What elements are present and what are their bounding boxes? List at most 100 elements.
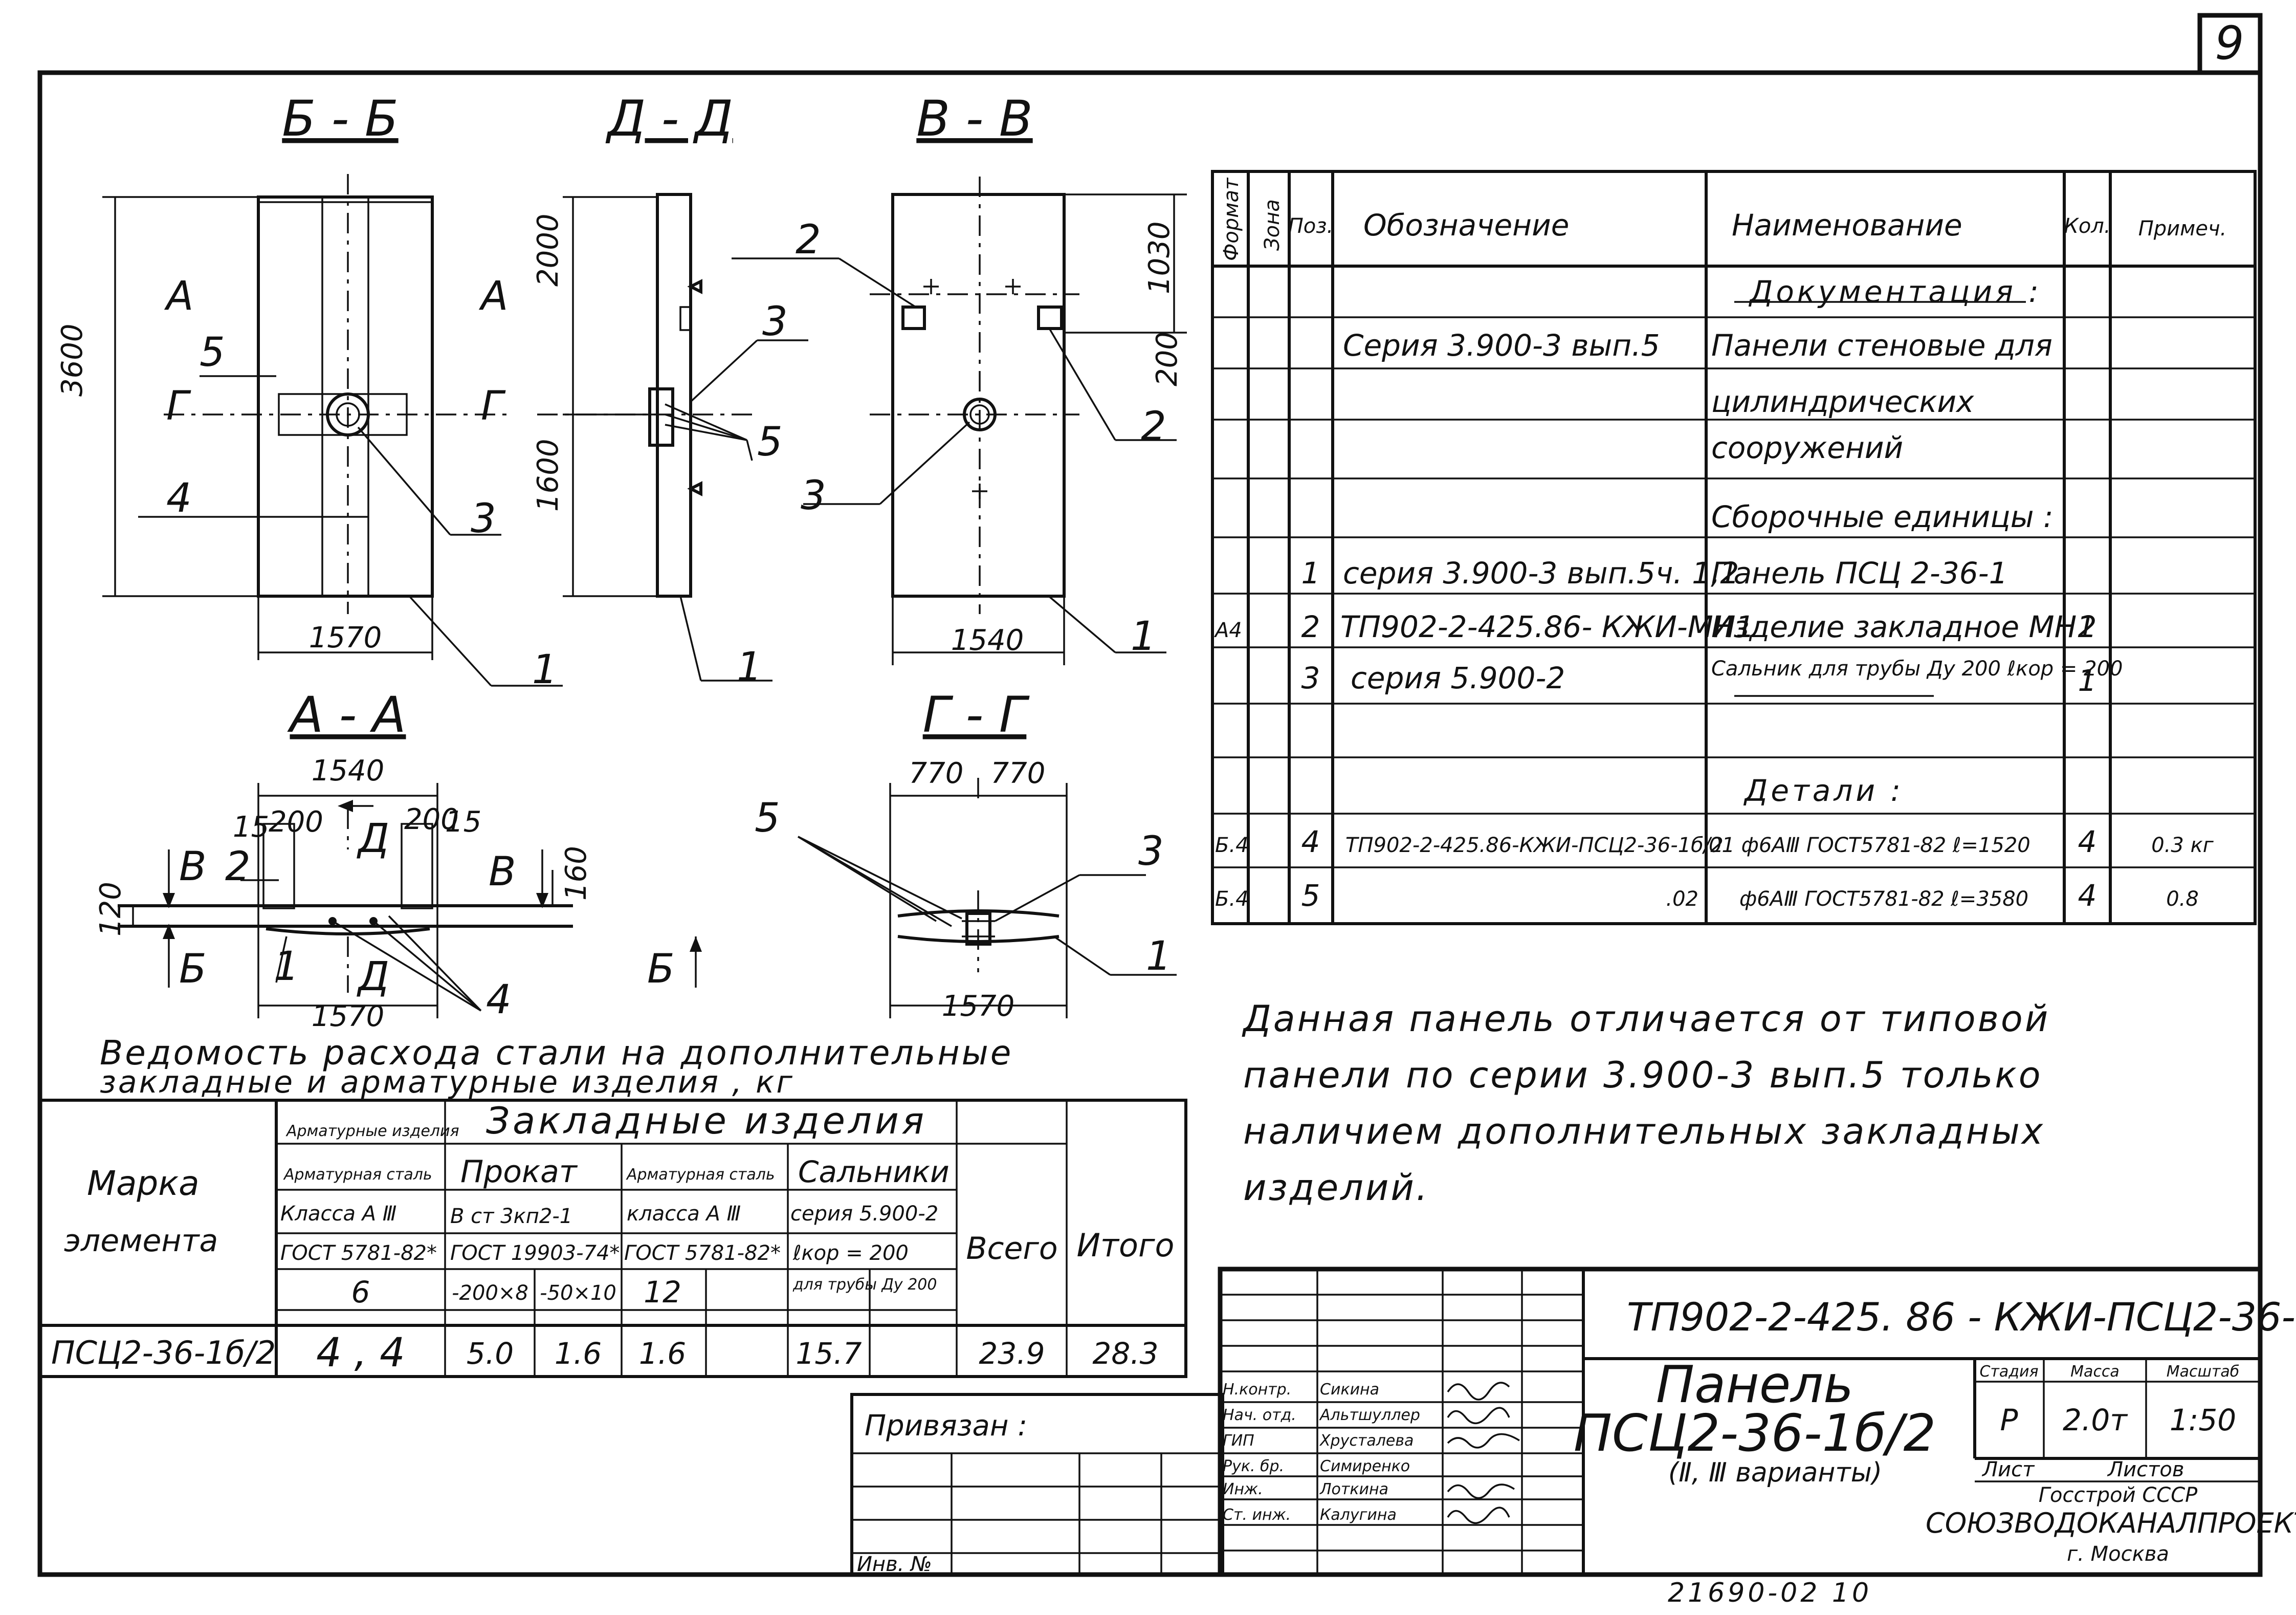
dd-label-a: А: [478, 273, 508, 319]
bound-label: Привязан :: [865, 1409, 1027, 1443]
steel-table-text: Марка элемента Арматурные изделия Заклад…: [51, 1099, 1174, 1376]
note-line-1: Данная панель отличается от типовой: [1242, 998, 2050, 1040]
aa-label-v-left: В: [179, 844, 207, 890]
section-title-dd: Д - Д: [605, 90, 733, 147]
spec-row-2-designation: Серия 3.900-3 вып.5: [1343, 328, 1660, 363]
section-title-gg: Г - Г: [923, 686, 1030, 744]
name-3: Хрусталева: [1319, 1432, 1414, 1450]
spec-row-11-name: 01 ф6АⅢ ГОСТ5781-82 ℓ=1520: [1709, 834, 2030, 857]
sheet-number-box: [2197, 13, 2263, 75]
vv-dim-lower: 200: [1151, 332, 1184, 386]
sheet-number: 9: [2215, 16, 2244, 70]
spec-header-qty: Кол.: [2064, 214, 2110, 238]
title-block-grid: [1218, 1267, 2263, 1577]
title-sheets-header: Листов: [2107, 1458, 2184, 1481]
spec-row-6-designation: серия 3.900-3 вып.5ч. 1,2: [1343, 556, 1739, 591]
steel-caption-2: закладные и арматурные изделия , кг: [100, 1064, 794, 1100]
steel-caption-1: Ведомость расхода стали на дополнительны…: [100, 1033, 1013, 1073]
title-mass: 2.0т: [2063, 1403, 2128, 1437]
spec-row-12-format: Б.4: [1215, 887, 1249, 911]
bb-label-4: 4: [166, 475, 192, 521]
section-gg-drawing: [798, 778, 1177, 1018]
steel-pipe: для трубы Ду 200: [792, 1276, 937, 1294]
steel-grade: В ст 3кп2-1: [450, 1205, 572, 1228]
signature-1: [1447, 1382, 1510, 1401]
title-scale-header: Масштаб: [2167, 1363, 2240, 1381]
aa-dim-160: 160: [560, 846, 593, 901]
spec-row-8-qty: 1: [2078, 663, 2097, 698]
spec-header-note: Примеч.: [2138, 217, 2227, 241]
gg-dim-770-left: 770: [909, 757, 964, 790]
spec-row-2-name: Панели стеновые для: [1711, 328, 2052, 363]
section-vv-drawing: [732, 177, 1187, 665]
spec-row-12-note: 0.8: [2166, 887, 2199, 911]
gg-dim-bottom: 1570: [942, 990, 1015, 1023]
vv-dim-width: 1540: [951, 624, 1024, 657]
spec-row-5-name: Сборочные единицы :: [1711, 499, 2054, 534]
title-code: ТП902-2-425. 86 - КЖИ-ПСЦ2-36-1б/2: [1627, 1294, 2296, 1340]
steel-sum-header: Итого: [1077, 1227, 1175, 1264]
spec-row-7-name: Изделие закладное МН1: [1711, 609, 2095, 644]
title-org-2: СОЮЗВОДОКАНАЛПРОЕКТ: [1926, 1507, 2296, 1539]
steel-mark-header-1: Марка: [87, 1164, 200, 1203]
aa-label-b-right: Б: [647, 946, 675, 992]
title-scale: 1:50: [2170, 1403, 2236, 1437]
aa-dim-120: 120: [94, 882, 127, 936]
aa-label-1: 1: [274, 944, 299, 990]
spec-row-4-name: сооружений: [1711, 430, 1903, 465]
section-dd-drawing: [537, 193, 808, 682]
bound-block-grid: [850, 1393, 1224, 1576]
signature-6: [1447, 1507, 1510, 1524]
steel-total-header: Всего: [966, 1231, 1057, 1267]
aa-dim-top: 1540: [312, 754, 385, 788]
gg-label-3: 3: [1138, 828, 1164, 875]
title-sheet-header: Лист: [1981, 1458, 2035, 1481]
spec-row-10-name: Детали :: [1743, 773, 1904, 808]
name-1: Сикина: [1320, 1381, 1379, 1399]
spec-header-designation: Обозначение: [1363, 208, 1569, 243]
aa-dim-200-left: 200: [269, 805, 323, 839]
name-6: Калугина: [1320, 1506, 1397, 1524]
steel-class-1: Класса А Ⅲ: [280, 1202, 396, 1226]
steel-mark-header-2: элемента: [64, 1223, 218, 1259]
role-3: ГИП: [1223, 1432, 1254, 1450]
bb-dim-width: 1570: [309, 621, 382, 654]
spec-row-12-pos: 5: [1301, 878, 1320, 913]
title-name-1: Панель: [1656, 1355, 1853, 1414]
steel-series-gland: серия 5.900-2: [790, 1202, 938, 1226]
spec-row-7-designation: ТП902-2-425.86- КЖИ-МН1: [1340, 609, 1754, 644]
signature-3: [1447, 1433, 1520, 1449]
spec-table-rows: Документация : Серия 3.900-3 вып.5 Панел…: [1213, 274, 2214, 913]
spec-row-6-pos: 1: [1301, 556, 1320, 591]
spec-row-8-name: Сальник для трубы Ду 200 ℓкор = 200: [1711, 657, 2123, 681]
steel-s200: -200×8: [452, 1281, 528, 1305]
vv-label-3: 3: [801, 473, 826, 519]
title-stage-header: Стадия: [1979, 1363, 2038, 1381]
aa-label-v-right: В: [489, 849, 516, 895]
name-4: Симиренко: [1320, 1457, 1410, 1475]
section-title-vv: В - В: [916, 90, 1032, 147]
spec-row-3-name: цилиндрических: [1711, 384, 1974, 419]
steel-class-2: класса А Ⅲ: [627, 1202, 741, 1226]
role-2: Нач. отд.: [1223, 1406, 1296, 1424]
steel-row-total: 23.9: [979, 1336, 1045, 1371]
spec-row-11-note: 0.3 кг: [2151, 834, 2214, 857]
dd-dim-upper: 2000: [532, 213, 565, 287]
section-title-bb: Б - Б: [282, 90, 398, 147]
note-line-4: изделий.: [1243, 1167, 1429, 1209]
dd-label-1: 1: [737, 644, 762, 690]
title-signatures: Н.контр. Сикина Нач. отд. Альтшуллер ГИП…: [1223, 1381, 1520, 1524]
steel-sub-glands: Сальники: [798, 1154, 950, 1189]
steel-armature-header: Арматурные изделия: [285, 1122, 459, 1140]
spec-header-pos: Поз.: [1288, 214, 1334, 238]
spec-row-7-qty: 2: [2078, 609, 2097, 644]
aa-dim-bottom: 1570: [312, 1000, 385, 1033]
dd-label-3: 3: [762, 299, 788, 345]
spec-table-grid: [1211, 170, 2257, 925]
signature-5: [1447, 1483, 1515, 1499]
bb-label-g: Г: [166, 383, 191, 429]
steel-sub-rolled: Прокат: [460, 1154, 578, 1190]
spec-row-1-name: Документация :: [1748, 274, 2042, 309]
